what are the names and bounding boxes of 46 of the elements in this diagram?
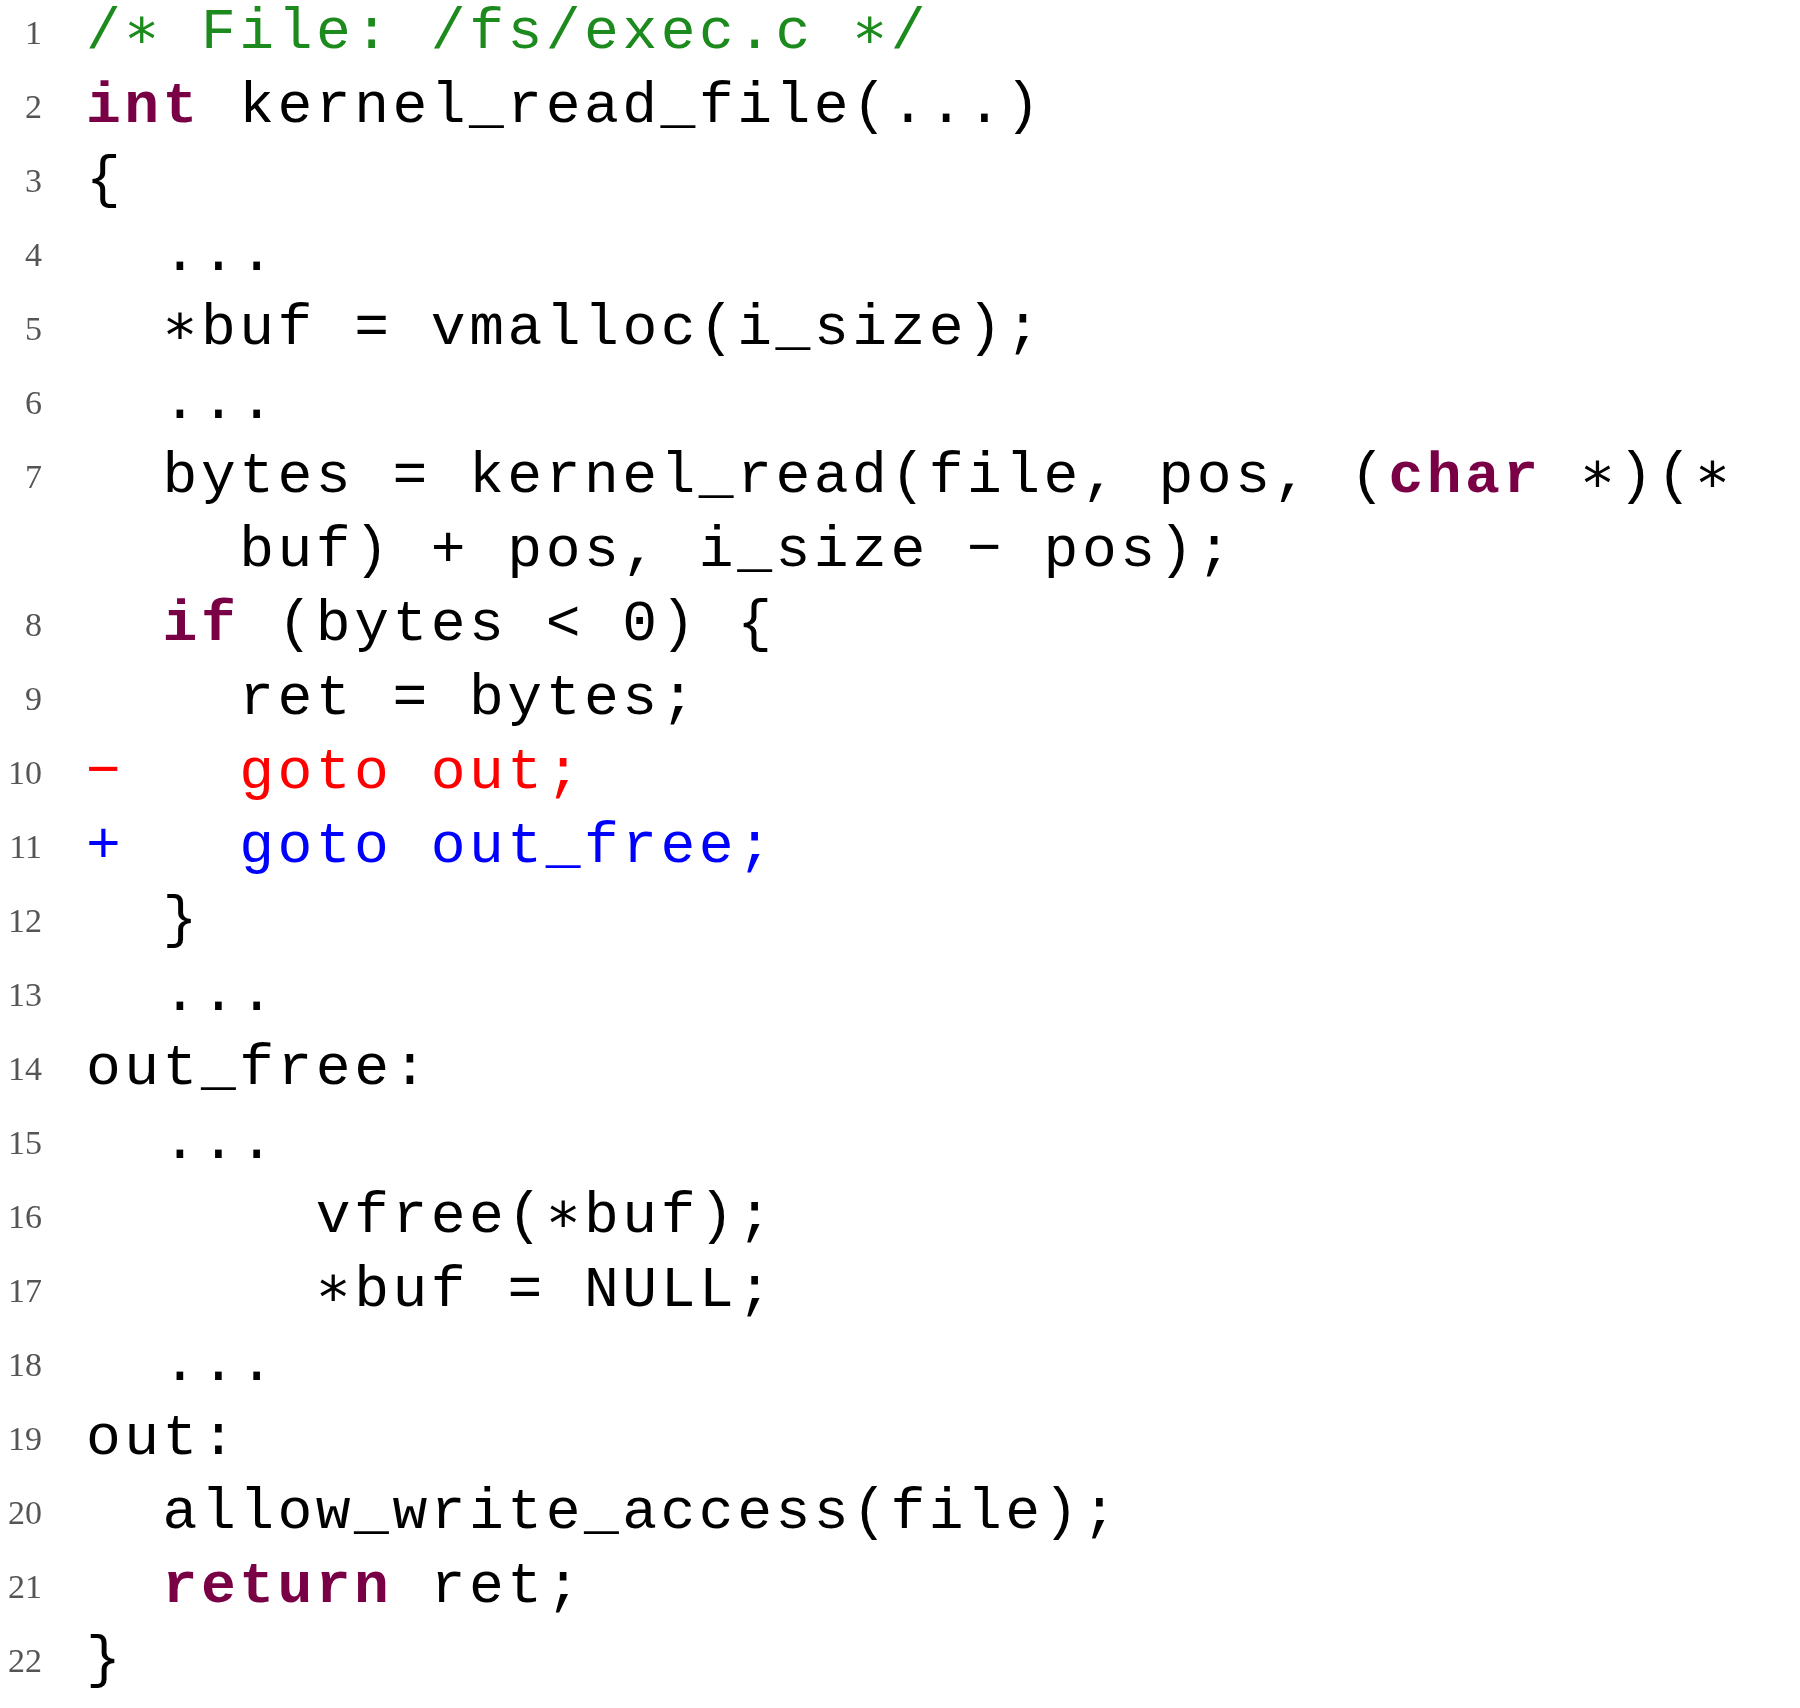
- line-number: 13: [7, 975, 42, 1015]
- line-number: 10: [7, 753, 42, 793]
- line-number: 9: [24, 679, 42, 719]
- code-line: vfree(∗buf);: [315, 1183, 776, 1251]
- line-number: 14: [7, 1049, 42, 1089]
- code-line: ...: [162, 221, 278, 289]
- code-line: ∗buf = vmalloc(i_size);: [162, 295, 1044, 363]
- code-line: int kernel_read_file(...): [86, 73, 1044, 141]
- line-number: 21: [7, 1567, 42, 1607]
- code-line: }: [86, 1627, 125, 1695]
- line-number: 7: [24, 457, 42, 497]
- code-comment: /∗ File: /fs/exec.c ∗/: [86, 0, 929, 67]
- code-line: ...: [162, 369, 278, 437]
- diff-marker: −: [86, 739, 125, 807]
- line-number: 19: [7, 1419, 42, 1459]
- line-number: 3: [24, 161, 42, 201]
- code-line: allow_write_access(file);: [162, 1479, 1121, 1547]
- code-line: ...: [162, 1109, 278, 1177]
- code-line: ...: [162, 1331, 278, 1399]
- line-number: 8: [24, 605, 42, 645]
- diff-marker: +: [86, 813, 125, 881]
- line-number: 15: [7, 1123, 42, 1163]
- line-number: 12: [7, 901, 42, 941]
- code-line: out:: [86, 1405, 240, 1473]
- code-line: goto out;: [239, 739, 584, 807]
- line-number: 22: [7, 1641, 42, 1681]
- line-number: 11: [8, 827, 42, 867]
- line-number: 18: [7, 1345, 42, 1385]
- line-number: 1: [24, 13, 42, 53]
- code-line: ...: [162, 961, 278, 1029]
- code-line: ∗buf = NULL;: [315, 1257, 776, 1325]
- code-line: return ret;: [162, 1553, 584, 1621]
- code-line: out_free:: [86, 1035, 431, 1103]
- code-line: if (bytes < 0) {: [162, 591, 776, 659]
- code-line: }: [162, 887, 201, 955]
- line-number: 5: [24, 309, 42, 349]
- line-number: 6: [24, 383, 42, 423]
- line-number: 2: [24, 87, 42, 127]
- line-number: 20: [7, 1493, 42, 1533]
- code-line: goto out_free;: [239, 813, 776, 881]
- code-line: {: [86, 147, 125, 215]
- code-line: ret = bytes;: [239, 665, 699, 733]
- line-number: 16: [7, 1197, 42, 1237]
- line-number: 17: [7, 1271, 42, 1311]
- code-line: bytes = kernel_read(file, pos, (char ∗)(∗ buf) + pos, i_size − pos);: [162, 443, 1735, 585]
- line-number: 4: [24, 235, 42, 275]
